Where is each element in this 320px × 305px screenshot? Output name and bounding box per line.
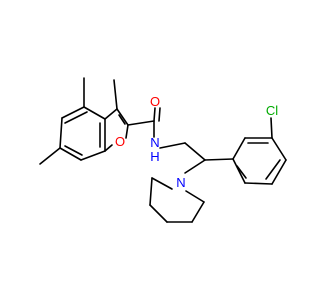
bond	[232, 158, 246, 184]
bond	[80, 150, 106, 161]
bond	[59, 117, 63, 149]
bond	[104, 108, 118, 120]
bond	[64, 145, 83, 156]
oxygen-furan-label: O	[115, 134, 125, 149]
bond	[151, 177, 173, 190]
bond	[270, 117, 273, 139]
bond	[116, 108, 129, 126]
bond	[265, 159, 281, 180]
bond	[59, 147, 82, 161]
nitrogen-amide-label: N	[150, 135, 159, 150]
bond	[83, 106, 106, 120]
structure-canvas: O O N H N Cl	[39, 77, 287, 223]
bond	[236, 165, 247, 179]
bond	[39, 147, 61, 165]
bond	[127, 120, 155, 126]
hydrogen-amide-label: H	[150, 149, 159, 164]
bond	[61, 106, 85, 119]
bond	[271, 137, 287, 161]
bond	[159, 142, 186, 149]
bond-set	[39, 77, 287, 223]
bond	[149, 204, 168, 223]
bond	[184, 142, 206, 161]
nitrogen-piperidine-label: N	[176, 175, 185, 190]
bond	[125, 124, 129, 139]
bond	[232, 137, 246, 160]
chlorine-label: Cl	[266, 103, 278, 118]
bond	[191, 201, 205, 223]
bond	[185, 190, 205, 203]
molecule-structure: O O N H N Cl	[39, 77, 287, 223]
bond	[149, 177, 153, 206]
bond	[104, 144, 113, 152]
bond	[184, 159, 206, 174]
oxygen-carbonyl-label: O	[150, 94, 160, 109]
bond	[244, 182, 273, 185]
bond	[113, 79, 118, 110]
bond	[153, 107, 156, 122]
bond	[158, 107, 161, 122]
bond	[271, 159, 287, 185]
bond	[118, 114, 126, 125]
atom-label-set: O O N H N Cl	[115, 94, 278, 190]
bond	[204, 158, 234, 161]
bond	[64, 111, 88, 124]
